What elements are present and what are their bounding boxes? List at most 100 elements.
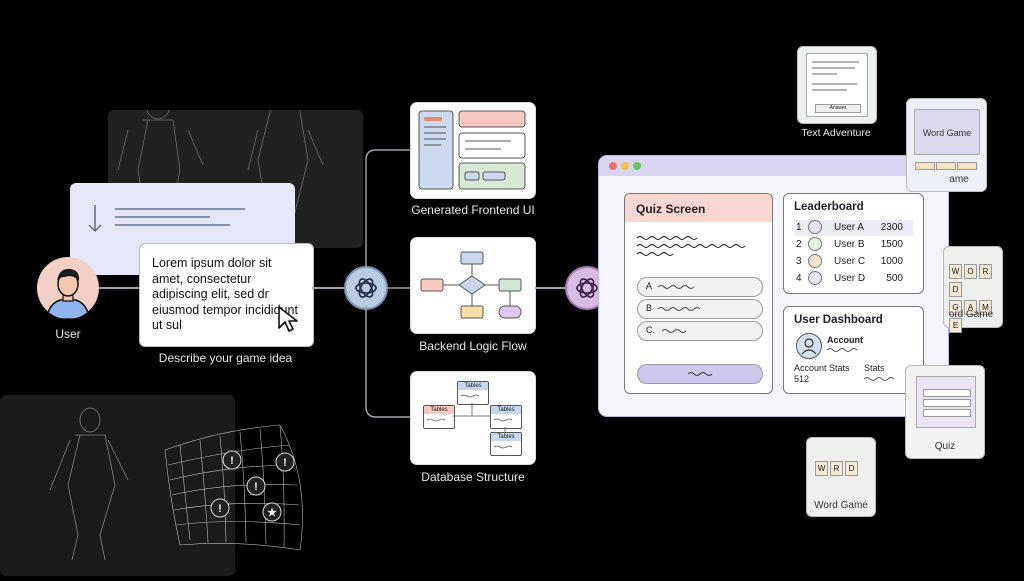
row-score: 2300 xyxy=(880,222,903,233)
row-rank: 3 xyxy=(796,256,802,267)
dashboard-avatar xyxy=(796,333,822,359)
quiz-title: Quiz Screen xyxy=(636,202,706,216)
output-word-game-card-1[interactable]: Word Game xyxy=(906,98,987,192)
answer-a-squiggle xyxy=(658,285,695,289)
svg-text:!: ! xyxy=(254,481,258,493)
stats-label: Stats xyxy=(864,363,885,373)
word-game-cut-label: ame xyxy=(949,174,969,185)
connector-user-prompt xyxy=(99,287,139,289)
wireframe-warrior-icon xyxy=(49,407,129,561)
word-game-2-label: ord Game xyxy=(948,309,994,320)
tile: O xyxy=(964,264,977,279)
tile: R xyxy=(979,264,992,279)
branch-connectors xyxy=(365,149,411,418)
row-rank: 2 xyxy=(796,239,802,250)
background-ghost-panel-bottom xyxy=(0,395,235,576)
quiz-question-squiggle xyxy=(636,235,746,257)
row-user: User A xyxy=(834,222,865,233)
row-user: User B xyxy=(834,239,865,250)
leaderboard-row: 2 User B 1500 xyxy=(794,237,913,253)
stats-squiggle xyxy=(864,377,895,381)
window-close-dot[interactable] xyxy=(609,162,617,170)
word-game-tiles xyxy=(915,157,977,170)
answer-option-a[interactable]: A xyxy=(637,277,763,297)
ai-hub-left xyxy=(346,268,386,308)
tile: A xyxy=(964,300,977,315)
quiz-mini-screen xyxy=(916,376,976,428)
text-adventure-answer-button: Answer xyxy=(815,104,861,113)
answer-option-c[interactable]: C. xyxy=(637,321,763,341)
row-user: User D xyxy=(834,273,866,284)
db-table-top-label: Tables xyxy=(458,382,488,390)
output-quiz-card[interactable]: Quiz xyxy=(905,365,985,459)
row-user: User C xyxy=(834,256,866,267)
tile: W xyxy=(949,264,962,279)
output-text-adventure-card[interactable]: Answer xyxy=(797,46,877,124)
tile: W xyxy=(815,461,828,476)
frontend-ui-label: Generated Frontend UI xyxy=(411,203,535,217)
word-game-screen: Word Game xyxy=(914,109,980,155)
text-adventure-lines-icon xyxy=(812,61,859,91)
db-table-left: Tables xyxy=(423,405,455,429)
db-table-bottom: Tables xyxy=(490,432,522,456)
leaderboard-title: Leaderboard xyxy=(794,201,864,213)
db-relations-icon xyxy=(426,394,513,449)
cursor-icon xyxy=(278,306,298,332)
openai-logo-icon xyxy=(355,278,377,298)
quiz-screen-panel: Quiz Screen A B C. xyxy=(624,193,773,394)
window-maximize-dot[interactable] xyxy=(633,162,641,170)
user-avatar xyxy=(37,257,99,319)
answer-c-squiggle xyxy=(662,329,687,333)
svg-text:★: ★ xyxy=(267,507,277,519)
submit-squiggle xyxy=(688,372,713,376)
user-avatar-icon xyxy=(808,254,822,268)
prompt-text[interactable]: Lorem ipsum dolor sit amet, consectetur … xyxy=(152,256,298,332)
tile: E xyxy=(949,318,962,333)
word-game-title: Word Game xyxy=(922,128,972,138)
user-avatar-icon xyxy=(808,271,822,285)
tile: R xyxy=(830,461,843,476)
leaderboard-row: 1 User A 2300 xyxy=(794,220,913,236)
prompt-caption: Describe your game idea xyxy=(158,351,293,365)
account-stats-label: Account Stats xyxy=(794,363,850,373)
quiz-submit-button[interactable] xyxy=(637,364,763,384)
tile: D xyxy=(949,282,962,297)
account-label: Account xyxy=(827,335,863,345)
app-window: Quiz Screen A B C. Leaderboard 1 xyxy=(599,156,948,416)
account-squiggle xyxy=(827,348,858,352)
text-adventure-label: Text Adventure xyxy=(801,127,871,139)
flowchart-icon xyxy=(420,251,522,319)
text-adventure-screen: Answer xyxy=(806,53,868,117)
leaderboard-row: 4 User D 500 xyxy=(794,271,913,287)
db-table-top: Tables xyxy=(457,381,489,405)
tile: M xyxy=(979,300,992,315)
account-stats-value: 512 xyxy=(794,374,810,384)
database-card: Tables Tables Tables Tables xyxy=(411,372,535,464)
answer-option-b[interactable]: B xyxy=(637,299,763,319)
text-lines-icon xyxy=(88,205,245,233)
prompt-card[interactable]: Lorem ipsum dolor sit amet, consectetur … xyxy=(139,243,314,347)
dashboard-title: User Dashboard xyxy=(794,314,883,326)
leaderboard-panel: Leaderboard 1 User A 2300 2 User B 1500 … xyxy=(783,193,924,294)
row-score: 1500 xyxy=(880,239,903,250)
row-rank: 4 xyxy=(796,273,802,284)
db-table-left-label: Tables xyxy=(424,406,454,414)
wireframe-terrain-icon: !!!!★ xyxy=(164,424,303,551)
tile: D xyxy=(845,461,858,476)
row-score: 1000 xyxy=(880,256,903,267)
quiz-header xyxy=(625,194,772,222)
window-minimize-dot[interactable] xyxy=(621,162,629,170)
frontend-wireframe-icon xyxy=(418,110,526,190)
svg-text:!: ! xyxy=(218,503,222,515)
db-table-bottom-label: Tables xyxy=(491,433,521,441)
answer-b-squiggle xyxy=(658,307,701,311)
user-label: User xyxy=(55,327,81,341)
quiz-output-label: Quiz xyxy=(934,441,956,452)
user-avatar-icon xyxy=(808,237,822,251)
answer-b-key: B xyxy=(646,303,653,313)
connector-prompt-hub xyxy=(312,287,347,289)
